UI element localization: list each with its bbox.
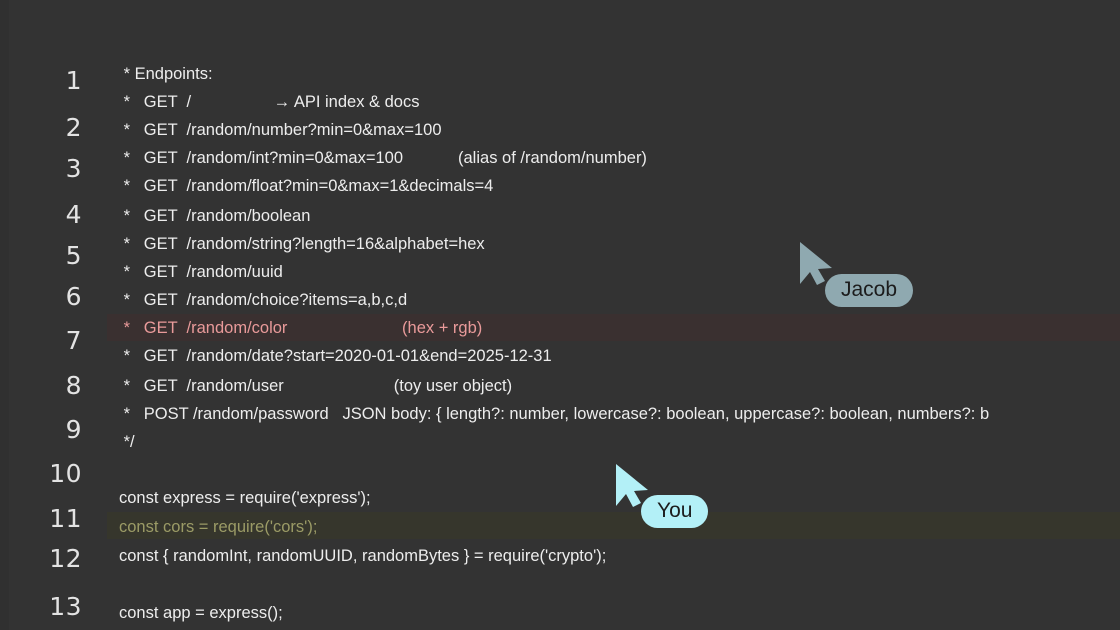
code-line[interactable]: * GET /random/boolean: [119, 207, 311, 225]
line-number: 3: [65, 154, 82, 183]
line-number: 9: [65, 415, 82, 444]
line-number: 6: [65, 282, 82, 311]
code-line[interactable]: * GET /random/user (toy user object): [119, 377, 513, 395]
line-number: 8: [65, 371, 82, 400]
code-line[interactable]: * GET /random/date?start=2020-01-01&end=…: [119, 347, 552, 365]
code-line[interactable]: * GET /random/uuid: [119, 263, 283, 281]
code-line[interactable]: const app = express();: [119, 604, 283, 622]
code-line[interactable]: * GET /random/choice?items=a,b,c,d: [119, 291, 408, 309]
cursor-arrow-icon: [800, 242, 832, 285]
line-number: 13: [49, 592, 82, 621]
code-line[interactable]: * GET /random/string?length=16&alphabet=…: [119, 235, 485, 253]
highlight-row-red: [107, 314, 1120, 341]
line-number: 12: [49, 544, 82, 573]
code-line[interactable]: * POST /random/password JSON body: { len…: [119, 405, 990, 423]
code-line-highlighted-red[interactable]: * GET /random/color (hex + rgb): [119, 319, 483, 337]
collaborator-cursor-jacob: Jacob: [798, 240, 914, 307]
cursor-label-you: You: [641, 495, 709, 528]
line-number-gutter: 1 2 3 4 5 6 7 8 9 10 11 12 13: [0, 0, 100, 630]
collaborator-cursor-you: You: [614, 462, 709, 528]
code-line[interactable]: const express = require('express');: [119, 489, 371, 507]
code-line[interactable]: * GET / → API index & docs: [119, 93, 420, 111]
line-number: 2: [65, 113, 82, 142]
line-number: 5: [65, 241, 82, 270]
code-line[interactable]: * GET /random/number?min=0&max=100: [119, 121, 442, 139]
code-line[interactable]: */: [119, 433, 135, 451]
cursor-arrow-icon: [616, 464, 648, 507]
line-number: 4: [65, 200, 82, 229]
line-number: 7: [65, 326, 82, 355]
cursor-label-jacob: Jacob: [825, 274, 914, 307]
code-line[interactable]: * GET /random/float?min=0&max=1&decimals…: [119, 177, 494, 195]
line-number: 11: [49, 504, 82, 533]
code-line-highlighted-olive[interactable]: const cors = require('cors');: [119, 518, 318, 536]
code-text-area[interactable]: * Endpoints: * GET / → API index & docs …: [119, 0, 1120, 630]
editor-left-edge-strip: [0, 0, 9, 630]
line-number: 1: [65, 66, 82, 95]
code-line[interactable]: * Endpoints:: [119, 65, 213, 83]
code-line[interactable]: const { randomInt, randomUUID, randomByt…: [119, 547, 607, 565]
highlight-row-olive: [107, 512, 1120, 539]
line-number: 10: [49, 459, 82, 488]
code-line[interactable]: * GET /random/int?min=0&max=100 (alias o…: [119, 149, 647, 167]
